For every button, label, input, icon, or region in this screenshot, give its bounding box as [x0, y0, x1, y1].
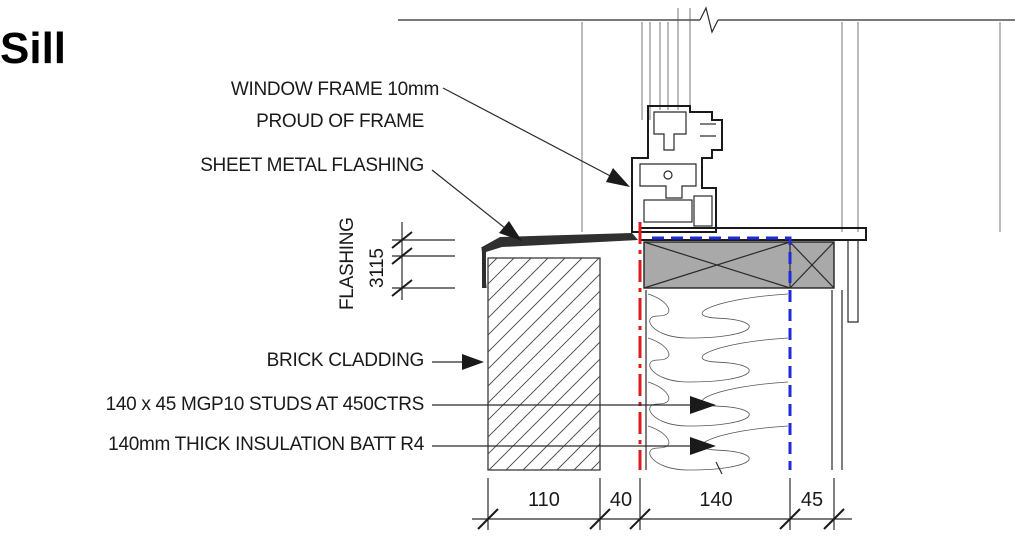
- brick-hatch-line: [556, 426, 600, 470]
- page-title: Sill: [0, 24, 66, 73]
- insulation-loop: [647, 293, 789, 339]
- flashing-dimension-value: 3115: [367, 248, 388, 288]
- bottom-dimension-chain: 110 40 140 45: [472, 461, 852, 530]
- insulation-loop: [647, 425, 789, 471]
- window-frame-label-line2: PROUD OF FRAME: [256, 111, 424, 132]
- studs-label: 140 x 45 MGP10 STUDS AT 450CTRS: [106, 394, 424, 415]
- insulation-loop: [647, 337, 789, 383]
- brick-hatch-line: [488, 307, 600, 421]
- brick-hatch-line: [488, 258, 583, 353]
- dimension-110: 110: [528, 489, 560, 511]
- window-frame-label: WINDOW FRAME 10mm: [231, 79, 439, 100]
- brick-hatch-line: [488, 258, 566, 336]
- brick-hatch-line: [488, 341, 600, 455]
- brick-hatch-line: [488, 258, 600, 370]
- brick-hatch-line: [539, 409, 600, 470]
- insulation-batt: [647, 293, 789, 471]
- insulation-loop: [647, 381, 789, 427]
- brick-hatch-line: [488, 324, 600, 438]
- brick-hatch-line: [488, 258, 532, 302]
- brick-hatch-line: [573, 443, 600, 470]
- brick-cladding-label: BRICK CLADDING: [267, 350, 424, 371]
- brick-hatch-line: [488, 358, 600, 470]
- flashing-label: SHEET METAL FLASHING: [200, 155, 424, 176]
- flashing-dimension: FLASHING 3115: [337, 217, 455, 310]
- dimension-40: 40: [610, 489, 632, 511]
- blue-vapour-line: [652, 236, 792, 470]
- brick-hatch-line: [488, 273, 600, 387]
- window-frame-profile: [631, 105, 723, 233]
- timber-frame: [643, 241, 843, 470]
- insulation-label: 140mm THICK INSULATION BATT R4: [108, 434, 425, 455]
- brick-hatch-line: [488, 258, 549, 319]
- leader-lines: [431, 87, 716, 455]
- brick-hatch-line: [522, 392, 600, 470]
- upper-wall-outline: [398, 6, 1015, 232]
- brick-hatch-line: [505, 375, 600, 470]
- brick-hatch-line: [488, 290, 600, 404]
- dimension-45: 45: [801, 489, 823, 511]
- dimension-140: 140: [699, 489, 732, 511]
- flashing-vertical-label: FLASHING: [337, 217, 358, 310]
- brick-hatch-line: [590, 460, 600, 470]
- brick-cladding: [487, 257, 601, 471]
- sheet-metal-flashing: [481, 233, 638, 289]
